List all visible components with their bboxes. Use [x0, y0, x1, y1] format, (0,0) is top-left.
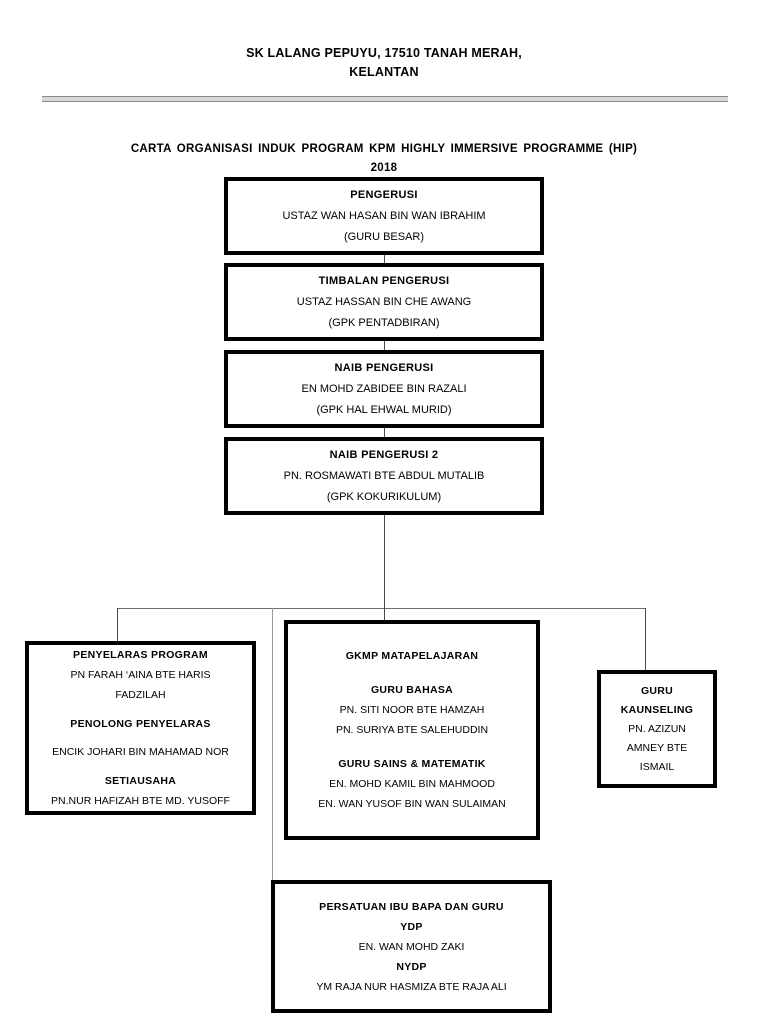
chart-title-line-2: 2018	[370, 162, 398, 174]
pibg-title: PERSATUAN IBU BAPA DAN GURU	[319, 900, 504, 913]
guru-sains-member-1: EN. MOHD KAMIL BIN MAHMOOD	[329, 778, 495, 790]
naib-pengerusi-title: NAIB PENGERUSI	[334, 361, 434, 374]
pengerusi-role: (GURU BESAR)	[343, 230, 425, 243]
pibg-name-1: EN. WAN MOHD ZAKI	[358, 940, 465, 953]
node-gkmp-matapelajaran[interactable]: GKMP MATAPELAJARAN GURU BAHASA PN. SITI …	[284, 620, 540, 840]
pibg-name-2: YM RAJA NUR HASMIZA BTE RAJA ALI	[316, 980, 507, 993]
timbalan-pengerusi-name: USTAZ HASSAN BIN CHE AWANG	[296, 295, 472, 308]
setiausaha-name: PN.NUR HAFIZAH BTE MD. YUSOFF	[51, 795, 230, 808]
guru-sains-member-2: EN. WAN YUSOF BIN WAN SULAIMAN	[318, 798, 506, 810]
connector-pengerusi-to-timbalan	[384, 255, 385, 263]
node-pibg[interactable]: PERSATUAN IBU BAPA DAN GURU YDP EN. WAN …	[271, 880, 552, 1013]
guru-bahasa-title: GURU BAHASA	[370, 684, 454, 696]
node-timbalan-pengerusi[interactable]: TIMBALAN PENGERUSI USTAZ HASSAN BIN CHE …	[224, 263, 544, 341]
guru-kaunseling-title-1: GURU	[640, 684, 674, 697]
node-pengerusi[interactable]: PENGERUSI USTAZ WAN HASAN BIN WAN IBRAHI…	[224, 177, 544, 255]
header-divider-rule	[42, 96, 728, 102]
naib-pengerusi-2-role: (GPK KOKURIKULUM)	[326, 490, 442, 503]
gkmp-title: GKMP MATAPELAJARAN	[345, 650, 479, 662]
chart-title-line-1: CARTA ORGANISASI INDUK PROGRAM KPM HIGHL…	[130, 143, 638, 155]
connector-timbalan-to-naib1	[384, 341, 385, 350]
naib-pengerusi-2-name: PN. ROSMAWATI BTE ABDUL MUTALIB	[283, 469, 485, 482]
chart-title: CARTA ORGANISASI INDUK PROGRAM KPM HIGHL…	[64, 140, 704, 178]
naib-pengerusi-name: EN MOHD ZABIDEE BIN RAZALI	[301, 382, 467, 395]
connector-drop-gkmp	[384, 608, 385, 620]
node-penyelaras-program[interactable]: PENYELARAS PROGRAM PN FARAH ‘AINA BTE HA…	[25, 641, 256, 815]
naib-pengerusi-2-title: NAIB PENGERUSI 2	[329, 448, 439, 461]
timbalan-pengerusi-title: TIMBALAN PENGERUSI	[318, 274, 450, 287]
school-header: SK LALANG PEPUYU, 17510 TANAH MERAH, KEL…	[0, 44, 768, 82]
penolong-penyelaras-name: ENCIK JOHARI BIN MAHAMAD NOR	[52, 746, 229, 759]
guru-kaunseling-name-2: AMNEY BTE	[626, 741, 688, 754]
guru-kaunseling-name-3: ISMAIL	[639, 760, 675, 773]
guru-sains-title: GURU SAINS & MATEMATIK	[338, 758, 486, 770]
connector-drop-pibg	[272, 608, 273, 880]
penyelaras-program-title: PENYELARAS PROGRAM	[73, 649, 208, 661]
penyelaras-program-name-1: PN FARAH ‘AINA BTE HARIS	[70, 669, 211, 681]
node-naib-pengerusi[interactable]: NAIB PENGERUSI EN MOHD ZABIDEE BIN RAZAL…	[224, 350, 544, 428]
connector-drop-kaunseling	[645, 608, 646, 670]
pengerusi-name: USTAZ WAN HASAN BIN WAN IBRAHIM	[282, 209, 486, 222]
guru-kaunseling-name-1: PN. AZIZUN	[628, 722, 686, 735]
timbalan-pengerusi-role: (GPK PENTADBIRAN)	[328, 316, 440, 329]
guru-kaunseling-title-2: KAUNSELING	[620, 703, 694, 716]
node-naib-pengerusi-2[interactable]: NAIB PENGERUSI 2 PN. ROSMAWATI BTE ABDUL…	[224, 437, 544, 515]
pengerusi-title: PENGERUSI	[350, 188, 418, 201]
connector-naib1-to-naib2	[384, 428, 385, 437]
penyelaras-program-name-2: FADZILAH	[115, 689, 166, 701]
node-guru-kaunseling[interactable]: GURU KAUNSELING PN. AZIZUN AMNEY BTE ISM…	[597, 670, 717, 788]
school-header-line-1: SK LALANG PEPUYU, 17510 TANAH MERAH,	[246, 46, 522, 60]
setiausaha-title: SETIAUSAHA	[104, 775, 177, 788]
penolong-penyelaras-title: PENOLONG PENYELARAS	[70, 717, 211, 730]
guru-bahasa-member-2: PN. SURIYA BTE SALEHUDDIN	[335, 724, 489, 736]
pibg-role-1: YDP	[400, 920, 423, 933]
connector-horizontal-bus	[117, 608, 646, 609]
connector-drop-penyelaras	[117, 608, 118, 641]
pibg-role-2: NYDP	[396, 960, 427, 973]
connector-trunk-vertical	[384, 515, 385, 608]
school-header-line-2: KELANTAN	[349, 65, 419, 79]
naib-pengerusi-role: (GPK HAL EHWAL MURID)	[316, 403, 452, 416]
guru-bahasa-member-1: PN. SITI NOOR BTE HAMZAH	[339, 704, 485, 716]
